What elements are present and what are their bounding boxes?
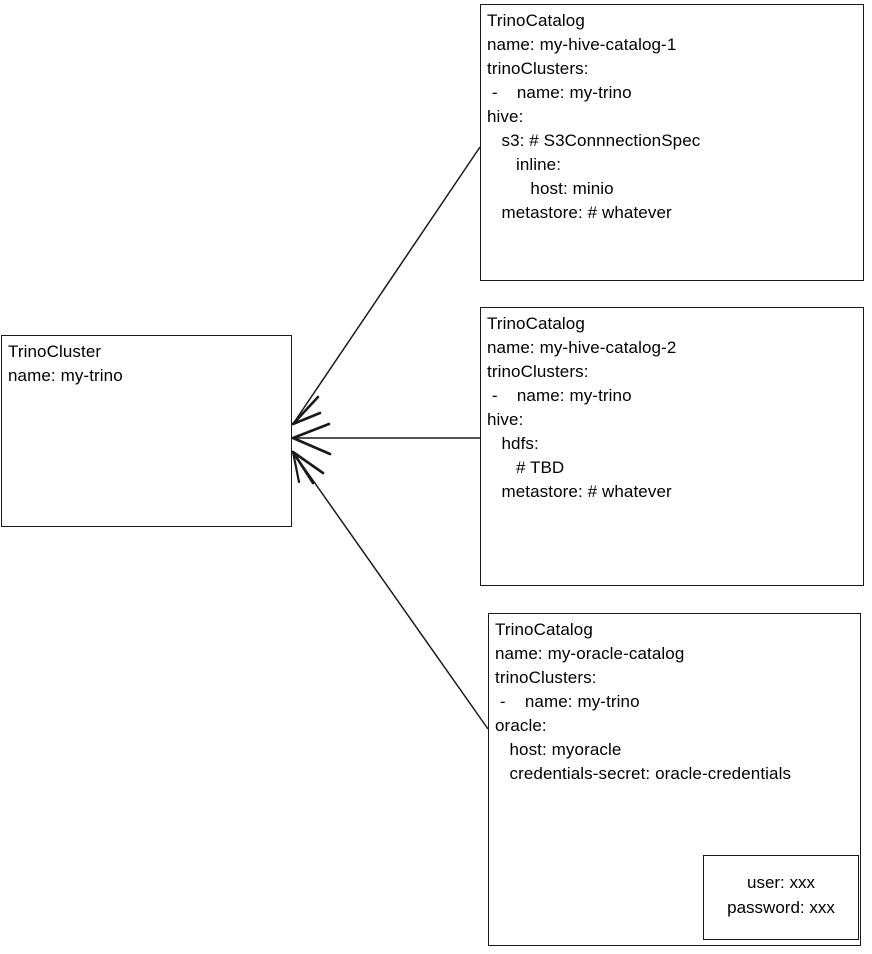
trinocatalog-my-oracle-catalog-box[interactable]: TrinoCatalog name: my-oracle-catalog tri… <box>488 613 861 946</box>
edge-catalog-hive-1-to-cluster <box>291 146 481 426</box>
trinocatalog-my-hive-catalog-2-box[interactable]: TrinoCatalog name: my-hive-catalog-2 tri… <box>480 307 864 586</box>
trino-cluster-text: TrinoCluster name: my-trino <box>8 342 123 385</box>
trinocatalog-my-hive-catalog-2-text: TrinoCatalog name: my-hive-catalog-2 tri… <box>487 314 677 501</box>
trinocatalog-my-hive-catalog-1-box[interactable]: TrinoCatalog name: my-hive-catalog-1 tri… <box>480 4 864 281</box>
edge-catalog-oracle-to-cluster <box>291 450 489 730</box>
trinocatalog-my-hive-catalog-1-text: TrinoCatalog name: my-hive-catalog-1 tri… <box>487 11 701 222</box>
oracle-credentials-secret-box[interactable]: user: xxx password: xxx <box>703 855 859 940</box>
trinocatalog-my-oracle-catalog-text: TrinoCatalog name: my-oracle-catalog tri… <box>495 620 792 783</box>
trino-cluster-box[interactable]: TrinoCluster name: my-trino <box>1 335 292 527</box>
edge-catalog-hive-2-to-cluster <box>291 422 480 456</box>
oracle-credentials-secret-text: user: xxx password: xxx <box>727 873 835 917</box>
